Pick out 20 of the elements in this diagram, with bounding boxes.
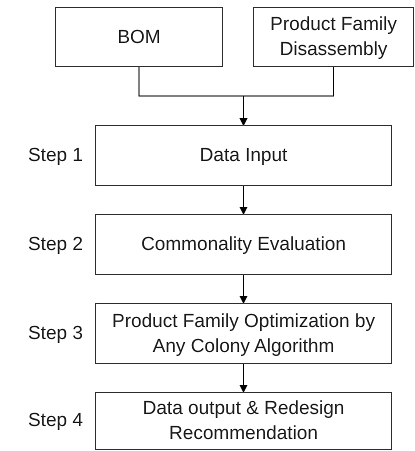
arrow	[240, 66, 334, 126]
step-label: Step 3	[28, 322, 83, 346]
arrow	[240, 186, 248, 215]
process-box	[253, 7, 414, 67]
process-box	[95, 303, 392, 364]
step-label: Step 2	[28, 232, 83, 256]
process-box	[95, 125, 392, 186]
box-label: Product Family Optimization by Any Colony Algorithm	[111, 310, 376, 358]
arrow	[240, 364, 248, 393]
process-box	[95, 392, 392, 450]
box-label: Product Family Disassembly	[269, 13, 398, 62]
process-box	[95, 214, 392, 275]
box-label: Data Input	[200, 144, 288, 168]
step-label: Step 4	[28, 409, 83, 433]
box-label: Data output & Redesign Recommendation	[142, 397, 346, 446]
process-box	[55, 7, 223, 67]
box-label: Commonality Evaluation	[141, 233, 346, 257]
box-label: BOM	[117, 26, 161, 50]
arrow	[240, 274, 248, 304]
step-label: Step 1	[28, 144, 83, 168]
